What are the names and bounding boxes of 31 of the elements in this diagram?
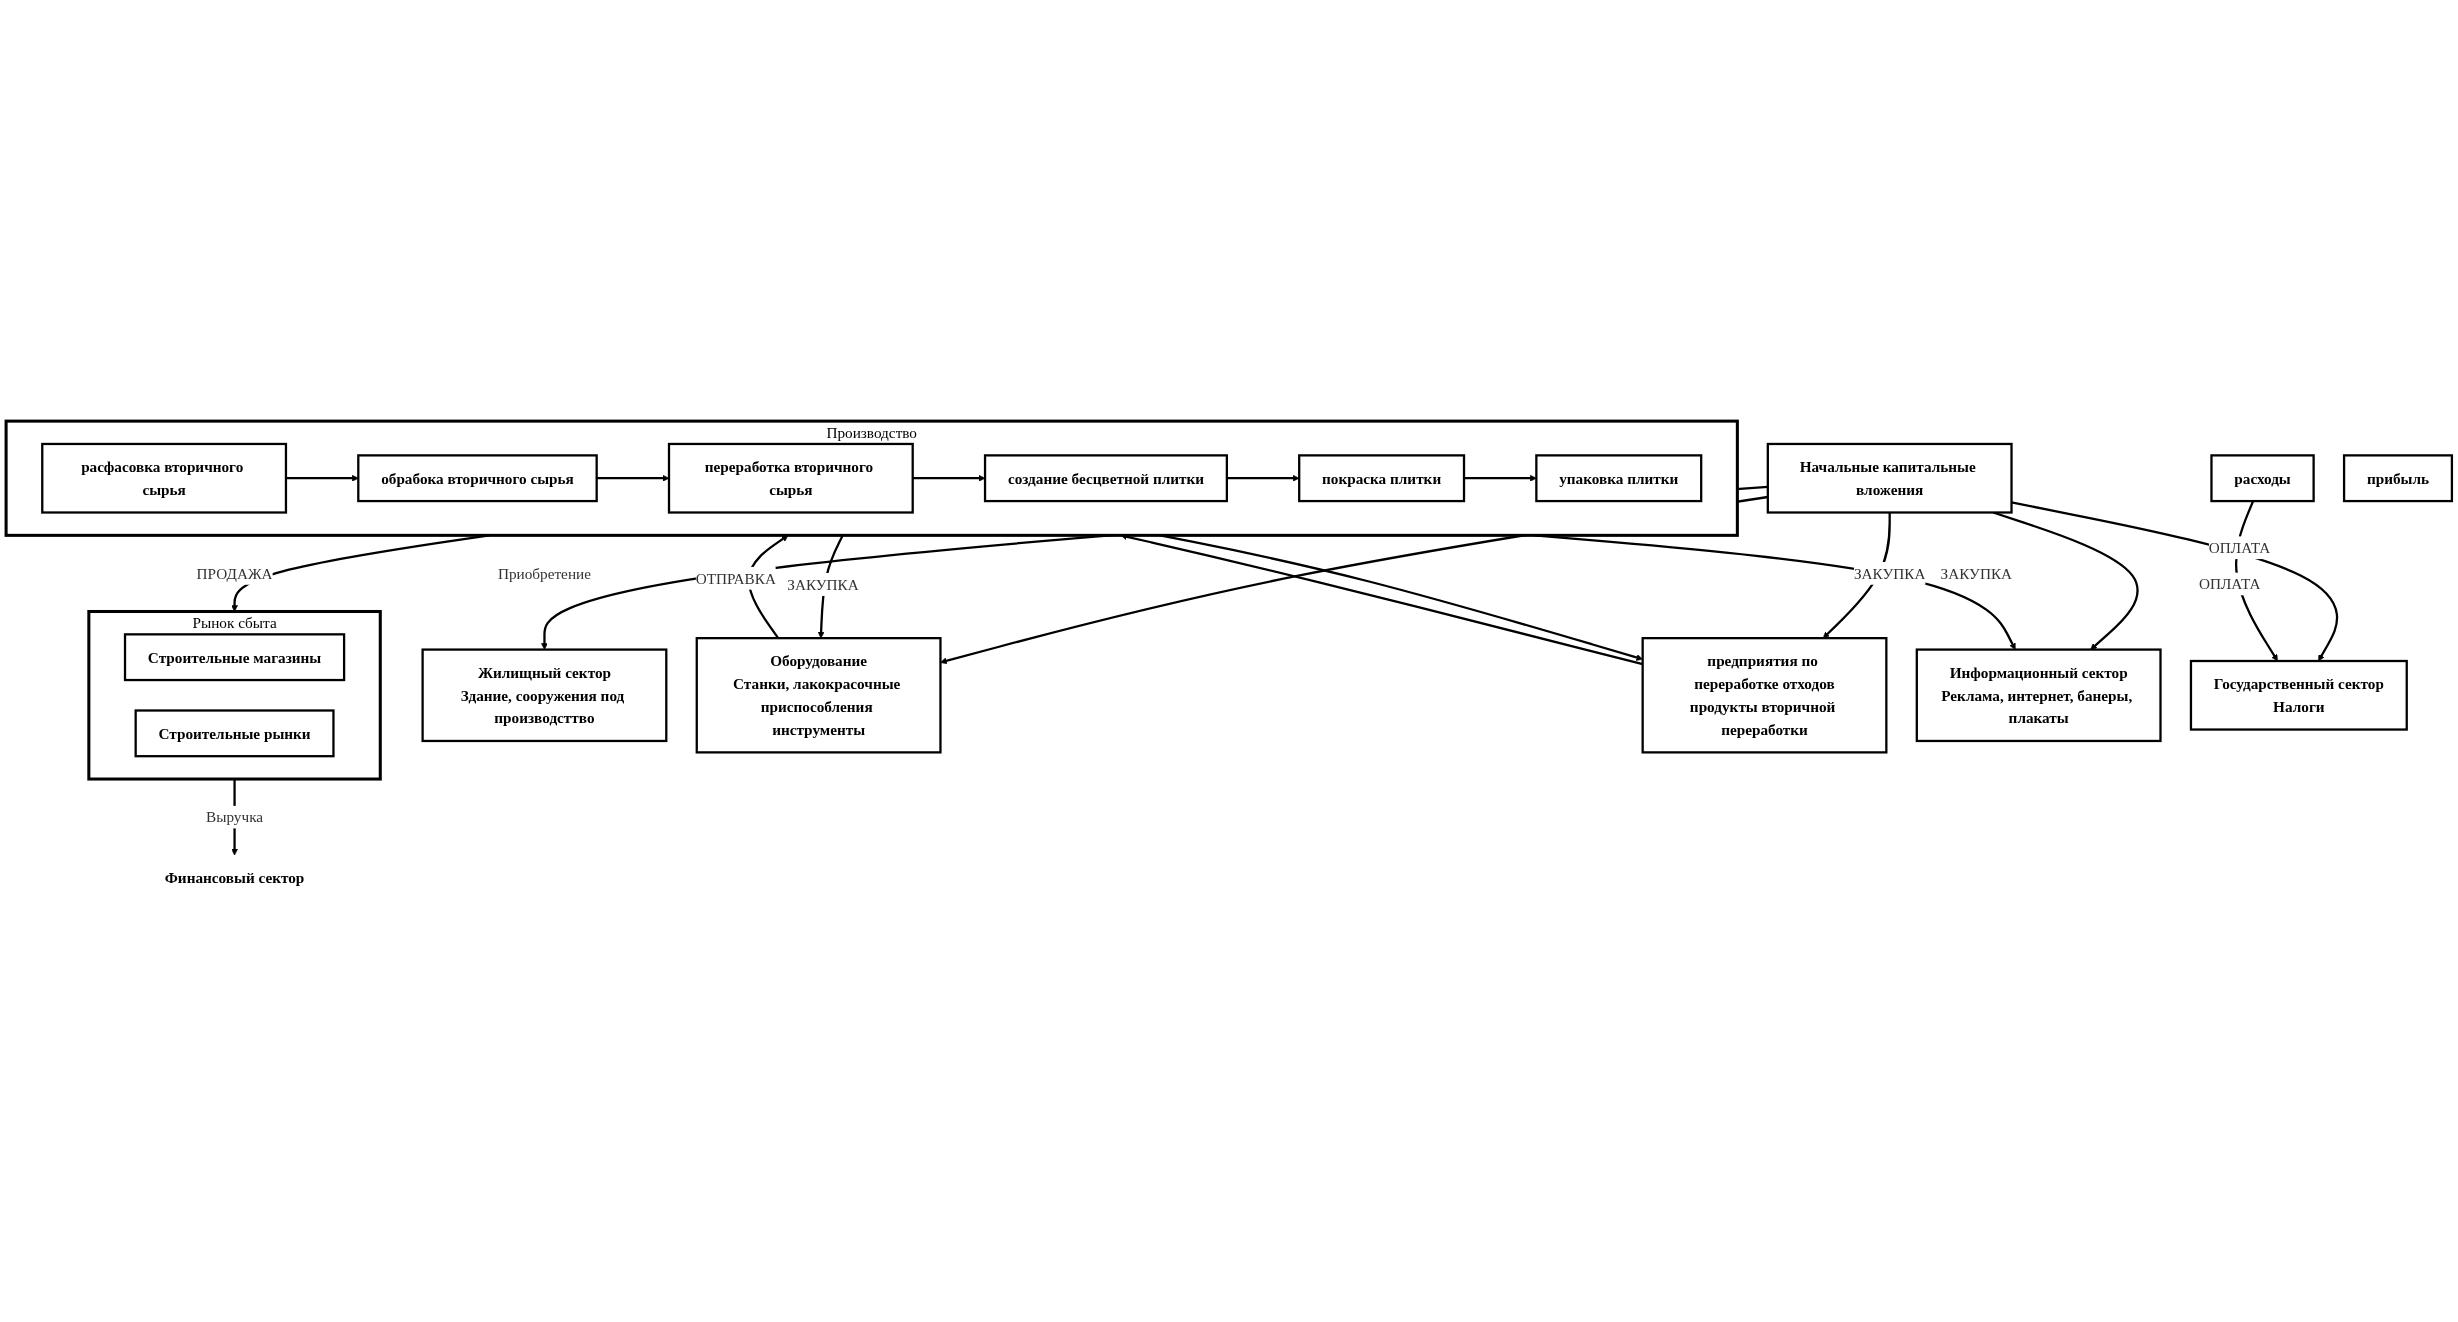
edge-label: ОПЛАТА	[2208, 539, 2271, 557]
edge-label: ЗАКУПКА	[787, 576, 859, 593]
arrow	[1464, 474, 1537, 482]
node-box: Информационный сектор Реклама, интернет, банеры, плакаты	[1915, 648, 2162, 743]
node-box: Строительные рынки	[134, 709, 335, 758]
node-box: предприятия по переработке отходов продукты вторичной переработки	[1641, 637, 1888, 754]
node-box: Строительные магазины	[123, 633, 346, 682]
node-box: Государственный сектор Налоги	[2189, 659, 2408, 731]
node-box: Оборудование Станки, лакокрасочные приспособления инструменты	[695, 637, 942, 754]
edge-label: ПРОДАЖА	[196, 565, 273, 582]
edge-label: ОПЛАТА	[2198, 575, 2261, 593]
node-box: расходы	[2210, 454, 2315, 503]
node-box: Начальные капитальные вложения	[1766, 442, 2013, 514]
arrow	[912, 474, 986, 482]
arrow	[596, 474, 670, 482]
arrow	[1226, 474, 1300, 482]
node-box: создание бесцветной плитки	[983, 454, 1228, 503]
node-box: упаковка плитки	[1535, 454, 1703, 503]
edge-label: ЗАКУПКА	[1940, 565, 2013, 582]
edge-label: ОТПРАВКА	[695, 569, 776, 587]
edge-label: Приобретение	[497, 565, 591, 582]
edge-label: Выручка	[206, 808, 264, 826]
edge-label: ЗАКУПКА	[1853, 565, 1926, 582]
node-box: переработка вторичного сырья	[667, 442, 914, 514]
node-box: расфасовка вторичного сырья	[41, 442, 288, 514]
node-box: обрабока вторичного сырья	[357, 454, 598, 503]
arrow	[285, 474, 359, 482]
node-box: покраска плитки	[1298, 454, 1466, 503]
node-box: Жилищный сектор Здание, сооружения под производсттво	[421, 648, 668, 743]
node-text: Финансовый сектор	[164, 869, 305, 887]
node-box: прибыль	[2342, 454, 2454, 503]
